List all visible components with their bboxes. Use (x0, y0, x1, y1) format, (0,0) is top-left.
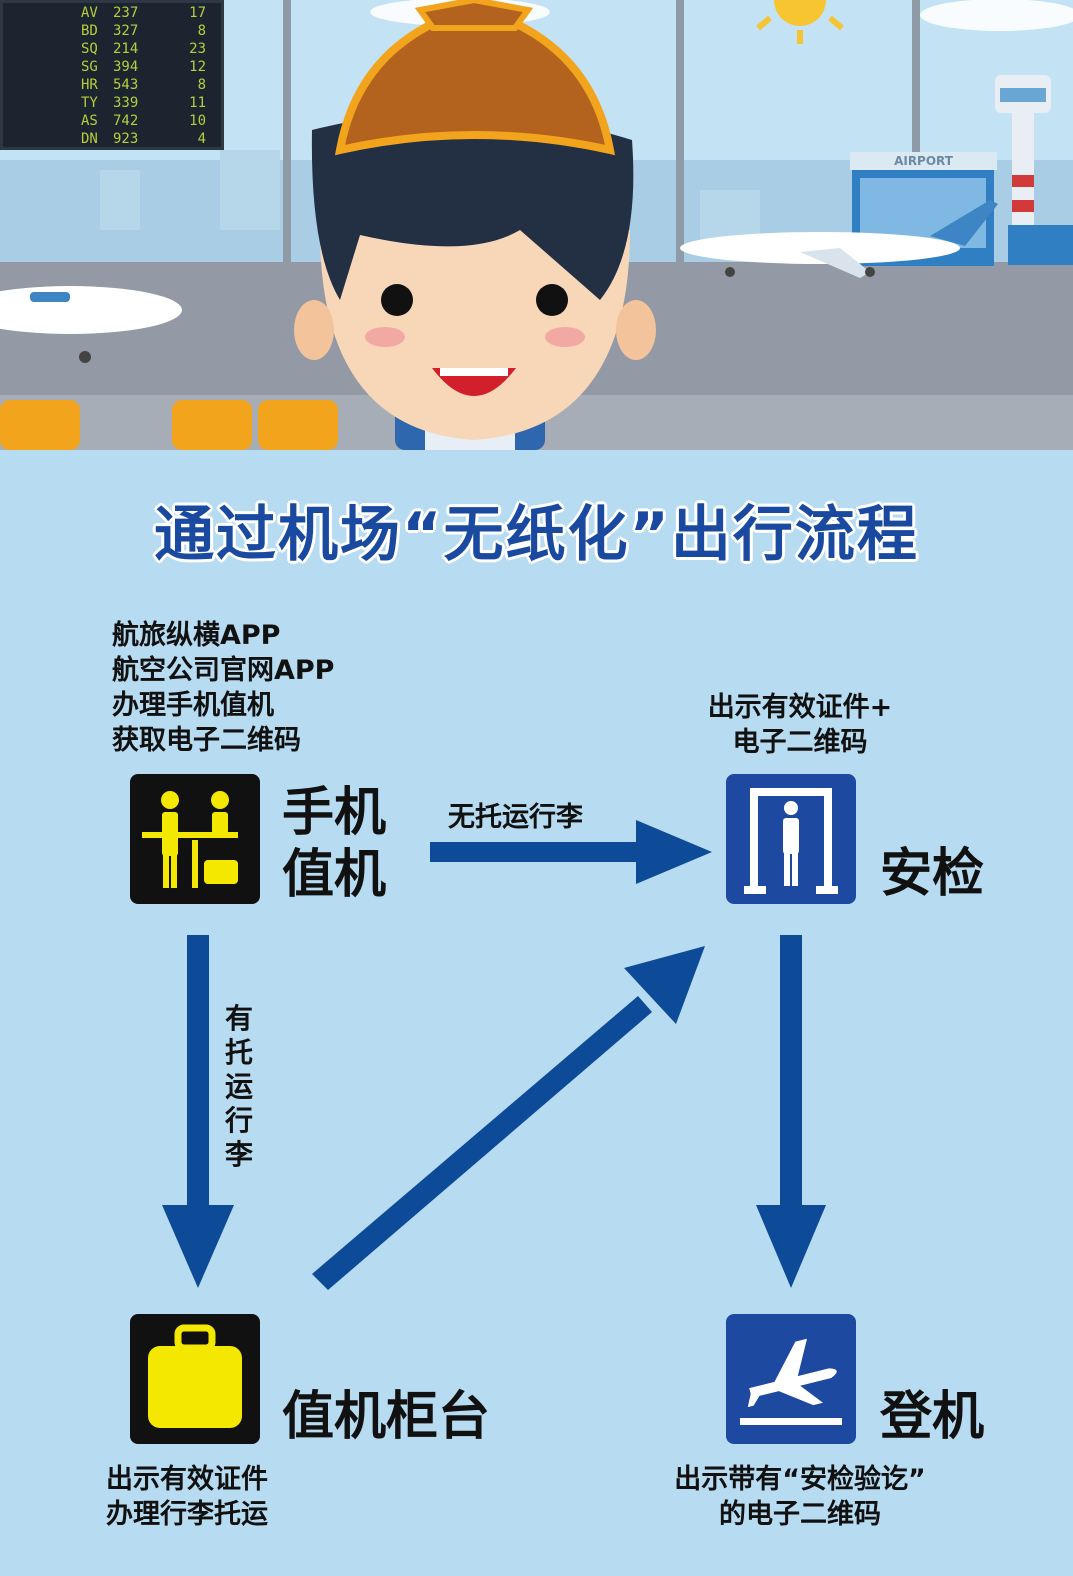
flight-gate: 4 (197, 131, 206, 147)
flight-board-row: TY 339 11 (81, 95, 206, 113)
note-line: 出示带有“安检验讫” (674, 1464, 926, 1495)
flight-code: HR (81, 77, 98, 93)
flight-code: AV (81, 5, 98, 21)
flight-board-row: DN 923 4 (81, 131, 206, 149)
flight-gate: 12 (189, 59, 206, 75)
note-line: 航旅纵横APP (112, 620, 281, 651)
arrow-security-to-boarding (756, 935, 826, 1288)
note-line: 电子二维码 (732, 727, 868, 758)
checkin-desk-icon (130, 774, 260, 904)
security-gate-icon (726, 774, 856, 904)
flight-number: 923 (113, 131, 139, 147)
flight-number: 214 (113, 41, 139, 57)
flight-code: SQ (81, 41, 98, 57)
flight-code: TY (81, 95, 98, 111)
flight-number: 543 (113, 77, 139, 93)
flight-board-row: SG 394 12 (81, 59, 206, 77)
flight-number: 742 (113, 113, 139, 129)
note-line: 办理手机值机 (112, 690, 274, 721)
arrow-checkin-to-counter (162, 935, 234, 1288)
checkin-note: 航旅纵横APP 航空公司官网APP 办理手机值机 获取电子二维码 (112, 618, 334, 758)
label-char: 运 (224, 1070, 253, 1103)
counter-label: 值机柜台 (282, 1387, 491, 1447)
flight-gate: 11 (189, 95, 206, 111)
flight-number: 237 (113, 5, 139, 21)
flight-number: 394 (113, 59, 139, 75)
flight-gate: 17 (189, 5, 206, 21)
flight-number: 339 (113, 95, 139, 111)
label-char: 有 (224, 1002, 253, 1035)
label-char: 行 (224, 1104, 253, 1137)
flight-gate: 8 (197, 77, 206, 93)
flight-board-row: BD 327 8 (81, 23, 206, 41)
boarding-label: 登机 (880, 1387, 985, 1447)
flight-code: AS (81, 113, 98, 129)
hero-illustration: AV 237 17 BD 327 8 SQ 214 23 SG 394 12 HR 543 8 TY… (0, 0, 1073, 450)
arrow-counter-to-security (312, 946, 705, 1290)
flight-gate: 10 (189, 113, 206, 129)
note-line: 出示有效证件+ (707, 692, 893, 723)
flight-code: BD (81, 23, 98, 39)
airplane-icon (0, 286, 182, 363)
checkin-label: 手机 值机 (282, 782, 386, 906)
security-label: 安检 (880, 844, 985, 904)
arrow-checkin-to-security (430, 820, 712, 884)
flight-board-row: AV 237 17 (81, 5, 206, 23)
flight-number: 327 (113, 23, 139, 39)
edge-label-checked-baggage: 有 托 运 行 李 (222, 1002, 256, 1172)
page-title: 通过机场“无纸化”出行流程 (154, 500, 919, 570)
airport-sign: AIRPORT (850, 152, 997, 170)
airplane-icon (680, 200, 998, 278)
note-line: 办理行李托运 (106, 1499, 268, 1530)
flight-board-row: SQ 214 23 (81, 41, 206, 59)
note-line: 的电子二维码 (719, 1499, 881, 1530)
boarding-plane-icon (726, 1314, 856, 1444)
luggage-icon (130, 1314, 260, 1444)
label-char: 托 (224, 1036, 253, 1069)
counter-note: 出示有效证件 办理行李托运 (106, 1462, 268, 1532)
label-char: 李 (224, 1138, 253, 1171)
flight-code: DN (81, 131, 98, 147)
note-line: 出示有效证件 (106, 1464, 268, 1495)
cartoon-character-illustration (294, 0, 656, 450)
label-line: 值机 (282, 845, 387, 905)
sun-icon (756, 0, 844, 44)
flight-gate: 8 (197, 23, 206, 39)
note-line: 航空公司官网APP (112, 655, 335, 686)
flight-code: SG (81, 59, 98, 75)
boarding-note: 出示带有“安检验讫” 的电子二维码 (600, 1462, 1000, 1532)
flight-board-row: AS 742 10 (81, 113, 206, 131)
label-line: 手机 (282, 783, 387, 843)
flight-board-row: HR 543 8 (81, 77, 206, 95)
note-line: 获取电子二维码 (112, 725, 301, 756)
flight-gate: 23 (189, 41, 206, 57)
flight-info-board: AV 237 17 BD 327 8 SQ 214 23 SG 394 12 HR 543 8 TY… (0, 0, 224, 150)
edge-label-no-checked-baggage: 无托运行李 (448, 802, 583, 833)
security-note: 出示有效证件+ 电子二维码 (650, 690, 950, 760)
